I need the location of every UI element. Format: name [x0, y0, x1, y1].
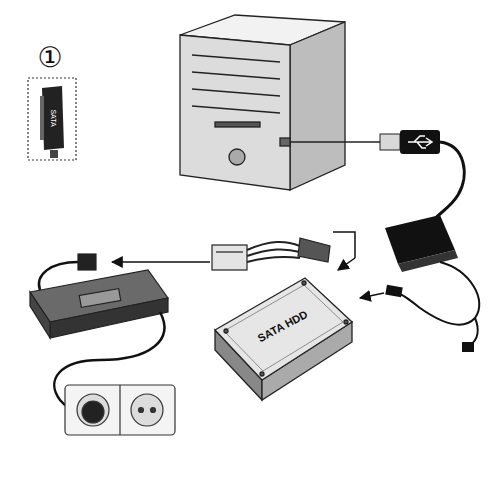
drive-label: SATA HDD	[252, 306, 312, 347]
hard-drive	[215, 278, 352, 400]
power-splitter	[112, 232, 355, 270]
drive-label-box: SATA HDD	[249, 303, 315, 349]
wall-outlet	[65, 385, 175, 435]
connector-label: SATA	[50, 108, 57, 127]
callout-number: ①	[37, 44, 62, 72]
computer-tower	[180, 15, 345, 190]
inset-connector	[28, 78, 76, 160]
